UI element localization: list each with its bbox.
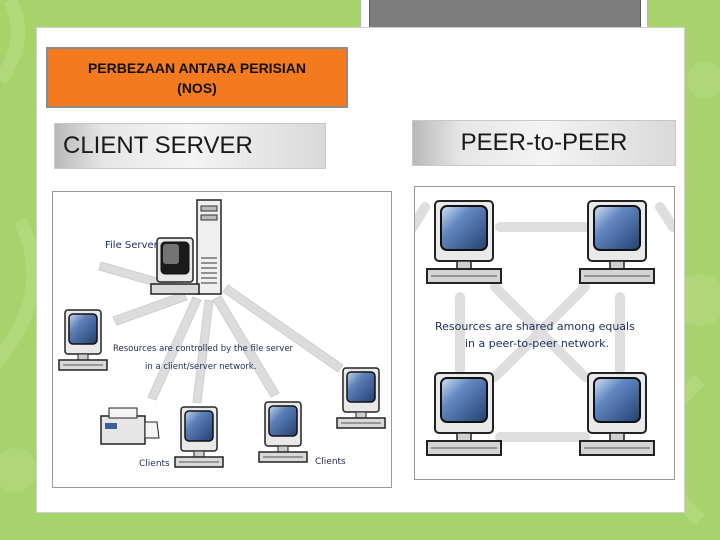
peer-caption-line1: Resources are shared among equals [435,320,635,333]
peer-pc-top-left [426,200,502,284]
client-pc-right [336,367,386,429]
client-server-caption-line1: Resources are controlled by the file ser… [113,344,294,354]
peer-pc-top-right [579,200,655,284]
file-server-label: File Server [105,240,159,251]
client-server-heading-bar: CLIENT SERVER [54,123,326,169]
peer-caption-line2: in a peer-to-peer network. [465,337,609,350]
arrows-to-server [98,261,344,404]
peer-to-peer-heading: PEER-to-PEER [460,129,628,156]
slide-title: PERBEZAAN ANTARA PERISIAN (NOS) [87,59,307,96]
peer-pc-bottom-right [579,372,655,456]
client-pc-bottom-middle [174,406,224,468]
client-server-diagram: File Server Resources are controlled by … [52,191,392,488]
peer-to-peer-diagram: Resources are shared among equals in a p… [408,186,678,480]
slide-title-box: PERBEZAAN ANTARA PERISIAN (NOS) [46,47,348,108]
client-server-heading: CLIENT SERVER [63,132,253,159]
client-pc-left [58,309,108,371]
peer-connection-arrows [408,202,678,442]
peer-pc-bottom-left [426,372,502,456]
file-server-tower [196,199,222,295]
client-server-caption-line2: in a client/server network. [145,362,256,372]
clients-label-left: Clients [139,459,170,469]
peer-to-peer-heading-bar: PEER-to-PEER [412,120,676,166]
printer-icon [100,407,160,445]
client-pc-bottom-right [258,401,308,463]
clients-label-right: Clients [315,457,346,467]
file-server-monitor [150,237,200,295]
